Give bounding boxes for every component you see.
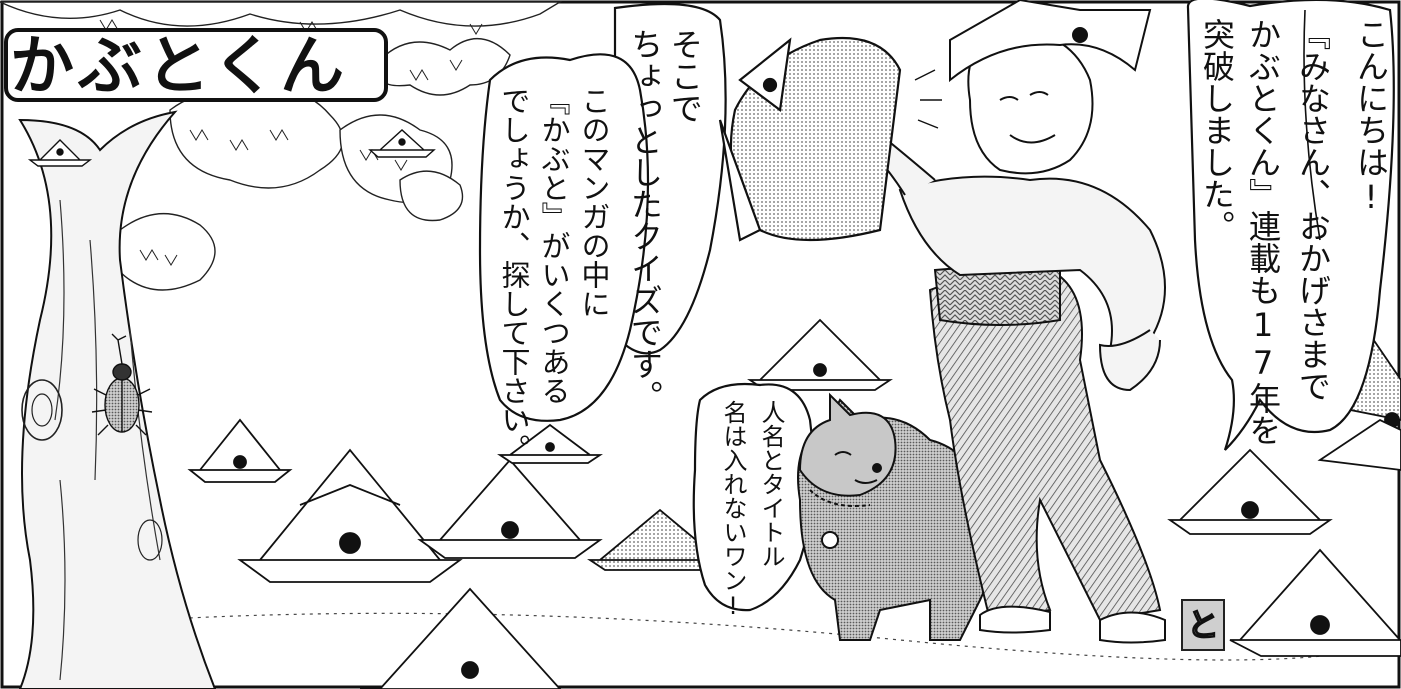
title-frame: [4, 28, 388, 102]
speech-text-line: 『みなさん、おかげさまで: [1294, 18, 1332, 402]
speech-text-line: かぶとくん』連載も17年を: [1244, 18, 1282, 446]
held-paper-helmet: [718, 36, 942, 242]
speech-text-line: 突破しました。: [1198, 18, 1236, 242]
speech-text-line: ちょっとしたクイズです。: [626, 28, 664, 412]
quiz-text-line: 『かぶと』がいくつある: [537, 86, 571, 405]
speech-text-line: そこで: [666, 28, 704, 124]
artist-signature: と: [1186, 605, 1220, 645]
artist-signature-box: [1181, 599, 1225, 651]
beetle-illustration: [91, 333, 153, 436]
dog-speech-line: 名は入れないワン!: [719, 400, 747, 620]
comic-title: かぶとくん: [10, 30, 349, 104]
speech-balloons: [478, 0, 1395, 612]
quiz-text-line: でしょうか、探して下さい。: [497, 86, 531, 463]
boy-illustration: [813, 0, 1166, 644]
quiz-text-line: このマンガの中に: [577, 86, 611, 318]
dog-speech-line: 人名とタイトル: [757, 400, 785, 568]
speech-text-greeting: こんにちは!: [1352, 18, 1390, 216]
paper-helmet-group: [187, 318, 1401, 689]
